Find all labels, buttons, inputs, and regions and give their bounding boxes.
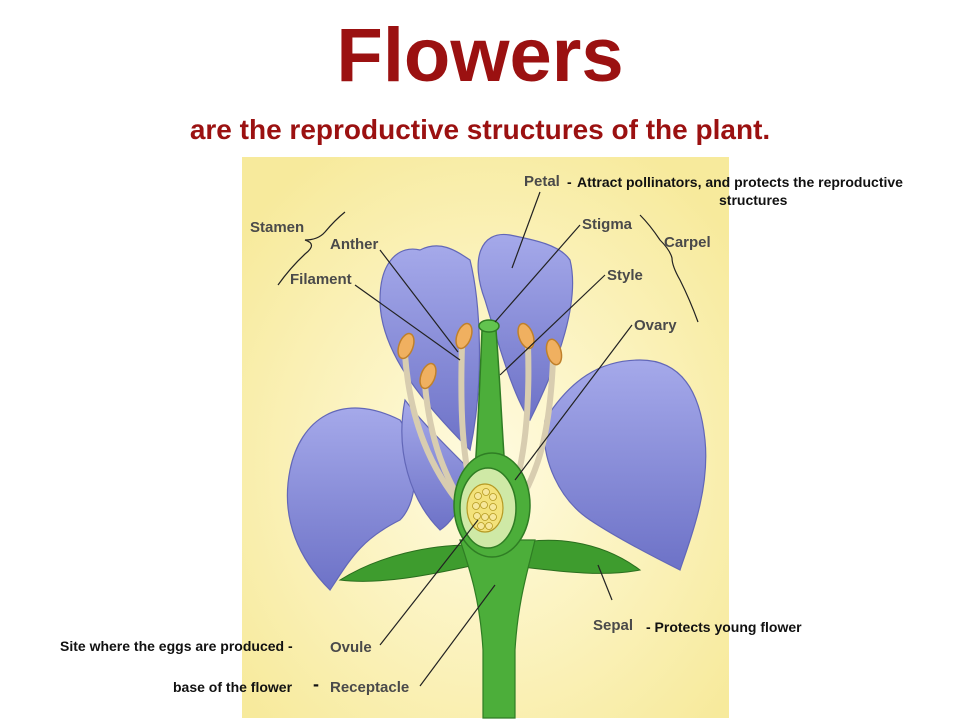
anther-3 — [455, 322, 473, 350]
label-petal: Petal — [524, 173, 560, 190]
leader-filament — [354, 284, 461, 361]
ovules — [472, 488, 497, 530]
label-carpel: Carpel — [664, 234, 711, 251]
sepals — [338, 539, 642, 582]
petal-left — [286, 407, 416, 591]
label-sepal: Sepal — [593, 617, 633, 634]
leader-stigma — [494, 224, 581, 323]
brace-carpel — [639, 214, 699, 323]
sepal-left — [338, 544, 476, 582]
leader-style — [499, 274, 606, 376]
petal-note-dash: - — [567, 174, 572, 190]
label-filament: Filament — [290, 271, 352, 288]
leader-receptacle — [419, 584, 496, 687]
leader-lines — [277, 191, 699, 687]
petal-note-line1: Attract pollinators, and protects the re… — [577, 174, 903, 190]
receptacle-note-dash: - — [313, 674, 319, 694]
leader-petal — [511, 191, 541, 269]
page-subtitle: are the reproductive structures of the p… — [189, 114, 771, 145]
brace-stamen — [277, 211, 346, 286]
label-ovule: Ovule — [330, 639, 372, 656]
leader-anther — [379, 249, 459, 353]
petal-note-line2: structures — [719, 192, 788, 208]
ovule-note: Site where the eggs are produced - — [60, 638, 293, 654]
anther-1 — [397, 332, 415, 360]
petal-right — [543, 359, 707, 571]
anther-5 — [545, 338, 563, 366]
leader-ovary — [514, 324, 633, 481]
anther-2 — [419, 362, 437, 390]
leader-ovule — [379, 519, 479, 646]
anthers — [397, 322, 563, 390]
leader-sepal — [597, 564, 613, 601]
label-receptacle: Receptacle — [330, 679, 409, 696]
filament-1 — [402, 352, 468, 513]
label-stamen: Stamen — [250, 219, 304, 236]
anther-4 — [517, 322, 535, 350]
sepal-right — [504, 539, 642, 574]
sepal-note: - Protects young flower — [646, 619, 802, 635]
receptacle — [459, 539, 536, 719]
stigma — [478, 319, 500, 333]
receptacle-note: base of the flower — [173, 679, 293, 695]
page-title: Flowers — [336, 13, 624, 98]
label-anther: Anther — [330, 236, 378, 253]
label-style: Style — [607, 267, 643, 284]
label-ovary: Ovary — [634, 317, 677, 334]
petal-back-left — [379, 245, 481, 452]
label-stigma: Stigma — [582, 216, 633, 233]
